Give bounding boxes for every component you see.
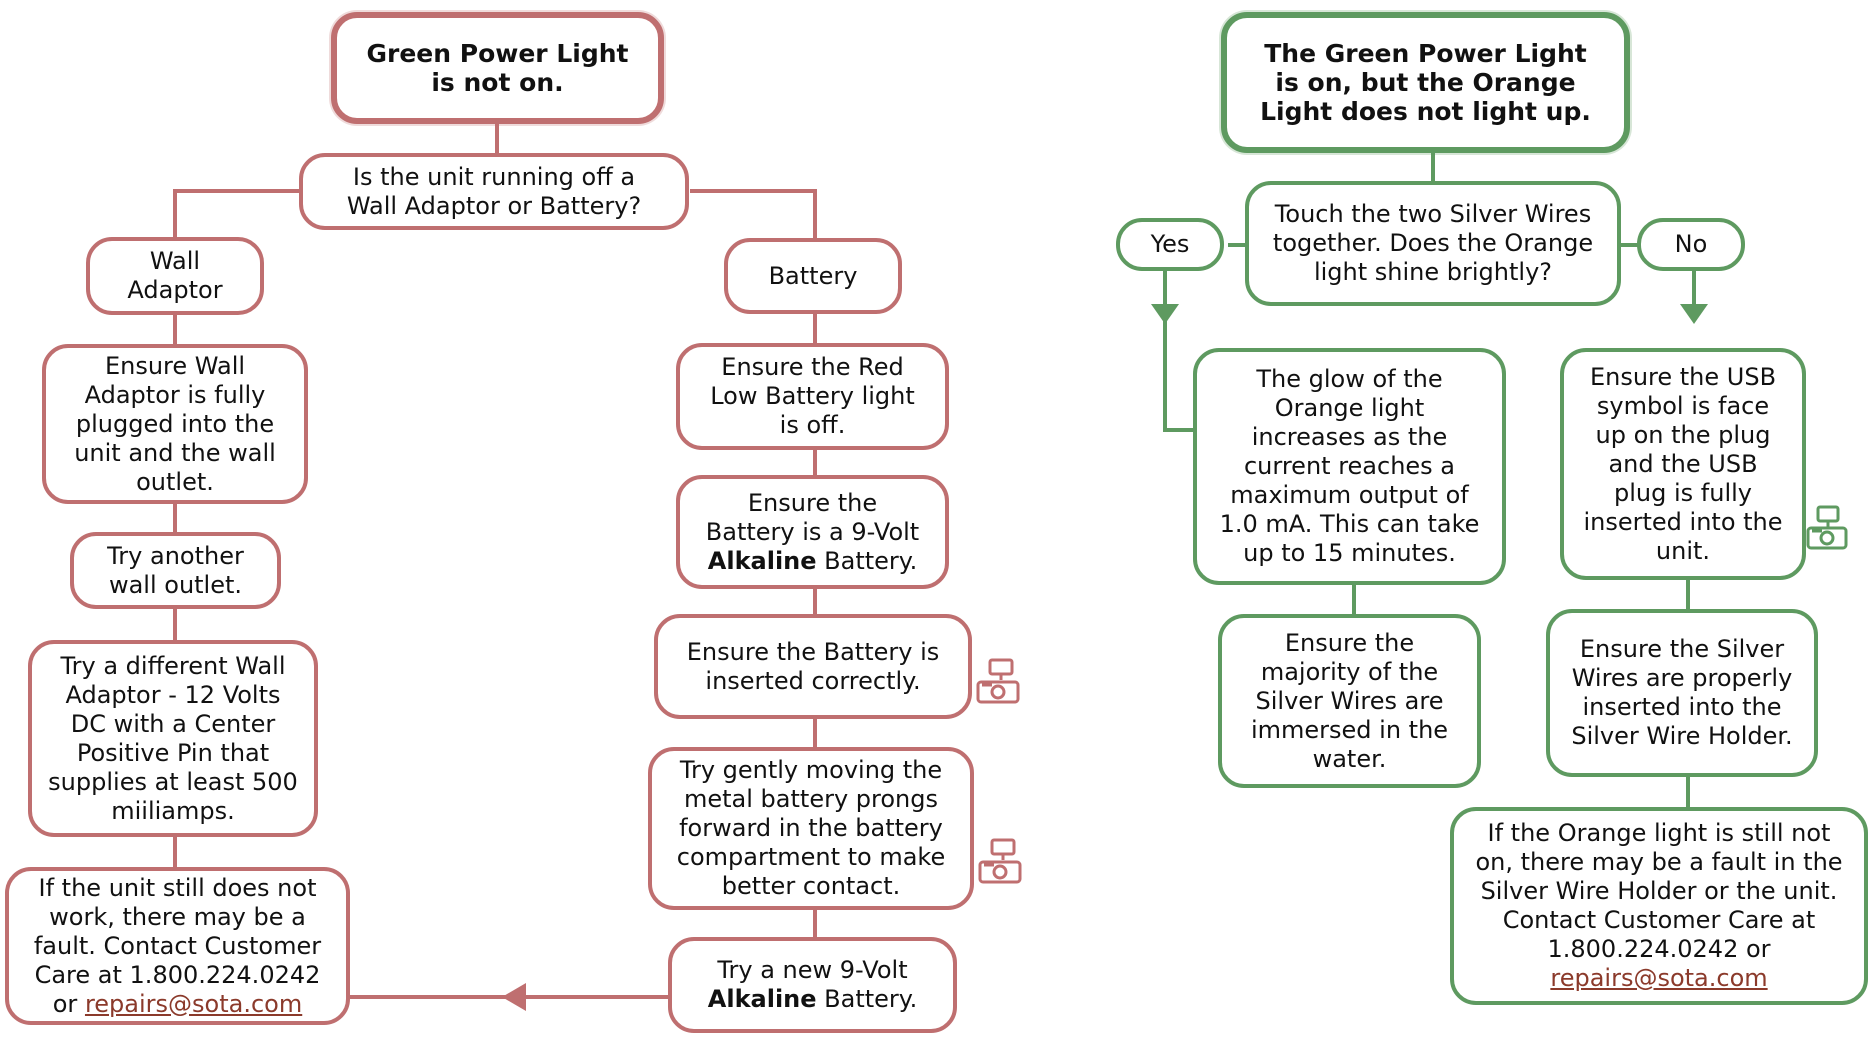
right-title-line1: The Green Power Light (1264, 39, 1587, 68)
right-final-contact: If the Orange light is still not on, the… (1450, 807, 1868, 1005)
battery-step2-post: Battery. (816, 546, 918, 575)
no-step-wires-inserted: Ensure the Silver Wires are properly ins… (1546, 609, 1818, 777)
battery-step-alkaline: Ensure the Battery is a 9-Volt Alkaline … (676, 475, 949, 589)
question-line2: Wall Adaptor or Battery? (346, 191, 642, 220)
right-title-line2: is on, but the Orange (1275, 68, 1576, 97)
connector-question-wall (173, 189, 300, 240)
wall-final-text: If the unit still does not work, there m… (33, 873, 322, 1018)
yes-step-wires-immersed: Ensure the majority of the Silver Wires … (1218, 614, 1481, 788)
yes-step2-text: Ensure the majority of the Silver Wires … (1250, 628, 1449, 773)
no-step1-text: Ensure the USB symbol is face up on the … (1583, 362, 1783, 565)
battery-step2-bold: Alkaline (707, 546, 817, 575)
battery-step5-bold: Alkaline (707, 985, 817, 1013)
connector-yes-to-step1 (1163, 320, 1198, 432)
battery-step5-pre: Try a new 9-Volt (717, 956, 908, 984)
wall-step-different-adaptor: Try a different Wall Adaptor - 12 Volts … (28, 640, 318, 837)
battery-step2-pre: Ensure the Battery is a 9-Volt (705, 488, 920, 546)
battery-step-inserted: Ensure the Battery is inserted correctly… (654, 614, 972, 719)
left-title: Green Power Light is not on. (331, 12, 664, 124)
left-title-line1: Green Power Light (366, 39, 629, 68)
battery-step3-text: Ensure the Battery is inserted correctly… (686, 637, 940, 695)
yes-step1-text: The glow of the Orange light increases a… (1219, 365, 1480, 567)
wall-adaptor-option: Wall Adaptor (86, 237, 264, 315)
right-question-text: Touch the two Silver Wires together. Doe… (1272, 200, 1594, 286)
camera-icon (976, 658, 1020, 704)
wall-step2-text: Try another wall outlet. (107, 541, 244, 599)
wall-step1-text: Ensure Wall Adaptor is fully plugged int… (74, 351, 276, 496)
arrowhead-yes (1151, 304, 1179, 324)
arrowhead-left (502, 983, 526, 1011)
no-label: No (1674, 230, 1708, 258)
power-source-question: Is the unit running off a Wall Adaptor o… (299, 153, 689, 230)
right-title-line3: Light does not light up. (1260, 97, 1591, 126)
battery-step-new-battery: Try a new 9-Volt Alkaline Battery. (668, 937, 957, 1033)
connector-question-battery (690, 189, 817, 240)
battery-step4-text: Try gently moving the metal battery pron… (676, 756, 946, 900)
left-title-line2: is not on. (431, 68, 564, 97)
battery-step-low-light: Ensure the Red Low Battery light is off. (676, 343, 949, 450)
wall-final-email-link[interactable]: repairs@sota.com (84, 989, 303, 1018)
no-step-usb-symbol: Ensure the USB symbol is face up on the … (1560, 348, 1806, 580)
battery-step5-post: Battery. (816, 985, 918, 1013)
camera-icon (1806, 505, 1848, 550)
question-line1: Is the unit running off a (352, 162, 636, 191)
battery-label: Battery (768, 261, 858, 290)
wall-step3-text: Try a different Wall Adaptor - 12 Volts … (48, 651, 298, 825)
yes-step-glow-increases: The glow of the Orange light increases a… (1193, 348, 1506, 585)
no-option: No (1637, 218, 1745, 271)
right-final-email-link[interactable]: repairs@sota.com (1550, 964, 1768, 992)
battery-option: Battery (724, 238, 902, 314)
wall-label-line1: Wall (149, 247, 201, 275)
arrowhead-no (1680, 304, 1708, 324)
wall-label-line2: Adaptor (127, 276, 223, 304)
camera-icon (978, 838, 1022, 884)
battery-step1-text: Ensure the Red Low Battery light is off. (710, 353, 915, 439)
no-step2-line2: Silver Wire Holder. (1571, 722, 1793, 750)
battery-step-prongs: Try gently moving the metal battery pron… (648, 747, 974, 910)
wall-step-plugged-in: Ensure Wall Adaptor is fully plugged int… (42, 344, 308, 504)
yes-option: Yes (1116, 218, 1224, 271)
yes-label: Yes (1150, 230, 1190, 258)
silver-wires-question: Touch the two Silver Wires together. Doe… (1245, 181, 1621, 306)
right-title: The Green Power Light is on, but the Ora… (1221, 12, 1630, 153)
no-step2-line1: Ensure the Silver Wires are properly ins… (1571, 635, 1793, 721)
wall-final-contact: If the unit still does not work, there m… (5, 867, 350, 1025)
wall-step-another-outlet: Try another wall outlet. (70, 532, 281, 609)
right-final-text: If the Orange light is still not on, the… (1475, 819, 1843, 963)
